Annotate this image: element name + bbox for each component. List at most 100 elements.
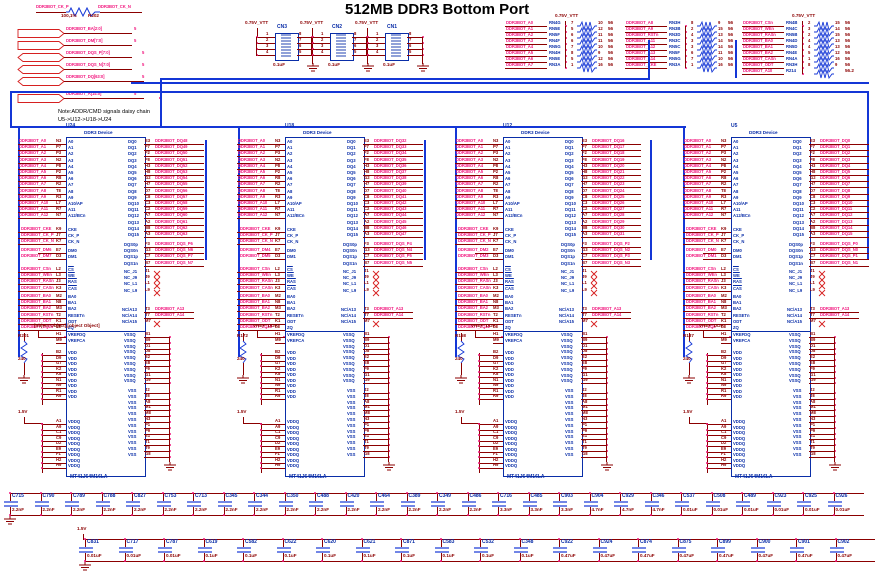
dq-pinno-U18-7: H7 (364, 181, 370, 187)
resistor-symbol (814, 20, 834, 32)
vss-pinno-U12-10: T9 (582, 445, 587, 450)
vdd-wire-U5-7 (707, 393, 731, 395)
vssq-pinname-U12-5: VSSQ (561, 361, 573, 366)
vrefpin-no-U12-1: M9 (493, 337, 499, 342)
addr-net-U18-12: DDR3BOT_A12 (238, 212, 268, 218)
cap-ref-cap_row_top-12: C464 (378, 493, 390, 499)
junction-dot (242, 560, 244, 562)
term-pin-right-2-2: 15 (835, 32, 840, 37)
dqs-net-U12-0: DDR3BOT_DQS_P2 (592, 241, 630, 246)
vddq-pinno-U5-5: E9 (721, 445, 727, 451)
junction-dot (169, 376, 171, 379)
vss-pinno-U12-3: M1 (582, 404, 588, 410)
addr-pinname-U12-1: A1 (505, 145, 511, 151)
cap-value-cap_row_top-16: 3.3nF (500, 507, 512, 512)
resistor-symbol (697, 38, 717, 50)
resistor-symbol (577, 62, 597, 74)
vddq-pinname-U18-3: VDDQ (287, 435, 300, 441)
junction-dot (281, 560, 284, 562)
vssq-pinname-U18-8: VSSQ (343, 378, 355, 384)
term-wire-l-0-2 (505, 38, 547, 39)
term-net-2-8: DDR3BOT_A10 (743, 68, 773, 73)
cap-ref-cap_row_top-16: C716 (500, 493, 512, 499)
junction-dot (565, 49, 567, 51)
clk-wire-U12-1 (455, 238, 503, 240)
addr-net-U18-2: DDR3BOT_A2 (238, 150, 265, 156)
capacitor-symbol-cap_row_top-18 (553, 501, 567, 507)
bank-net-U12-0: DDR3BOT_BA0 (458, 293, 488, 298)
dq-wire-U24-1 (144, 150, 204, 152)
cap-ref-cap_row_top-7: C345 (225, 493, 238, 499)
addr-net-U24-10: DDR3BOT_A10 (19, 200, 49, 205)
addr-wire-U24-12 (18, 218, 66, 220)
vdd-pinname-U24-3: VDD (68, 366, 77, 372)
bank-pinname-U12-0: BA0 (505, 294, 514, 299)
vddq-pinno-U5-0: A1 (721, 418, 727, 423)
dq-pinname-U12-8: DQ8 (565, 188, 574, 194)
capnet-pinwire-r-0-1 (297, 43, 313, 44)
vss-pinname-U18-5: VSS (347, 417, 356, 422)
vddq-pinname-U5-0: VDDQ (733, 419, 746, 424)
ctrl-pinno-U18-2: J3 (275, 278, 280, 284)
zq-res-ref-U12: R158 (455, 333, 466, 339)
vddq-pinno-U12-0: A1 (493, 418, 499, 423)
dq-wire-U24-10 (144, 206, 204, 207)
vssq-wire-U12-2 (581, 348, 607, 350)
vssq-pinname-U5-5: VSSQ (789, 361, 801, 366)
junction-dot (388, 415, 390, 418)
vdd-wire-U18-8 (261, 399, 285, 400)
port-wire-1 (64, 45, 132, 46)
junction-dot (676, 560, 679, 562)
junction-dot (685, 55, 687, 57)
vddq-pinno-U18-3: C9 (275, 434, 281, 440)
junction-dot (260, 434, 262, 436)
junction-dot (169, 353, 171, 356)
junction-dot (606, 432, 608, 435)
vss-pinno-U24-4: M8 (145, 410, 151, 416)
vssq-pinno-U24-6: F9 (145, 365, 150, 371)
dq-wire-U5-4 (809, 168, 869, 170)
addr-pinno-U5-10: L7 (721, 200, 726, 205)
term-rn-2-5: RN4E (786, 50, 798, 55)
nca-pinname-U18-1: NC/A14 (341, 313, 356, 319)
ctrl-pinname-U12-2: RAS (505, 279, 514, 285)
ctrl-wire-U5-0 (683, 272, 731, 273)
vssq-wire-U18-5 (363, 366, 389, 367)
vss-pinname-U5-8: VSS (793, 434, 802, 440)
ctrl-pinno-U24-1: L3 (56, 272, 61, 278)
vssq-pinname-U12-6: VSSQ (561, 366, 573, 372)
dq-net-U5-9: DDR3BOT_DQ9 (820, 193, 851, 199)
vrefpin-wire-U24-1 (56, 343, 66, 344)
addr-pinno-U24-5: P2 (56, 169, 62, 174)
cap-value-cap_row_top-17: 3.3nF (530, 507, 543, 512)
junction-dot (478, 365, 480, 367)
junction-dot (802, 514, 804, 516)
cap-lead-bot-cap_row_bot-4 (243, 553, 244, 561)
vddq-pinname-U18-8: VDDQ (287, 463, 300, 468)
resistor-symbol (577, 38, 597, 50)
junction-dot (202, 538, 205, 540)
capnet-pin-l-1-1: 2 (321, 37, 324, 42)
junction-dot (222, 492, 225, 494)
addr-net-U12-4: DDR3BOT_A4 (456, 162, 483, 168)
addr-pinname-U12-3: A3 (505, 157, 511, 163)
capnet-value-2: 0.1uF (383, 62, 395, 67)
dq-wire-U24-4 (144, 168, 204, 170)
dq-pinno-U24-10: C3 (145, 200, 151, 205)
dq-wire-U24-12 (144, 218, 204, 220)
term-pin-right-0-4: 10 (598, 44, 603, 49)
dq-net-U5-2: DDR3BOT_DQ2 (820, 150, 851, 156)
dq-pinno-U18-2: F2 (364, 150, 369, 156)
vdd-pinno-U24-1: D9 (56, 354, 62, 360)
dq-pinno-U18-0: E3 (364, 138, 370, 143)
cap-value-cap_row_top-1: 2.2nF (42, 507, 55, 512)
vdd-pinname-U5-4: VDD (733, 372, 742, 377)
bank-net-U5-2: DDR3BOT_BA2 (686, 305, 716, 311)
dqs-pinname-U12-1: DQS0n (561, 248, 575, 254)
vdd-wire-U5-1 (707, 360, 731, 362)
bank-pinname-U5-1: BA1 (733, 300, 742, 306)
nc-pinno-U12-2: L1 (582, 280, 587, 286)
vddq-pinno-U24-3: C9 (56, 434, 62, 440)
vrefpin-no-U5-0: H1 (721, 331, 727, 336)
ctrl-pinno-U12-3: K3 (493, 284, 499, 290)
